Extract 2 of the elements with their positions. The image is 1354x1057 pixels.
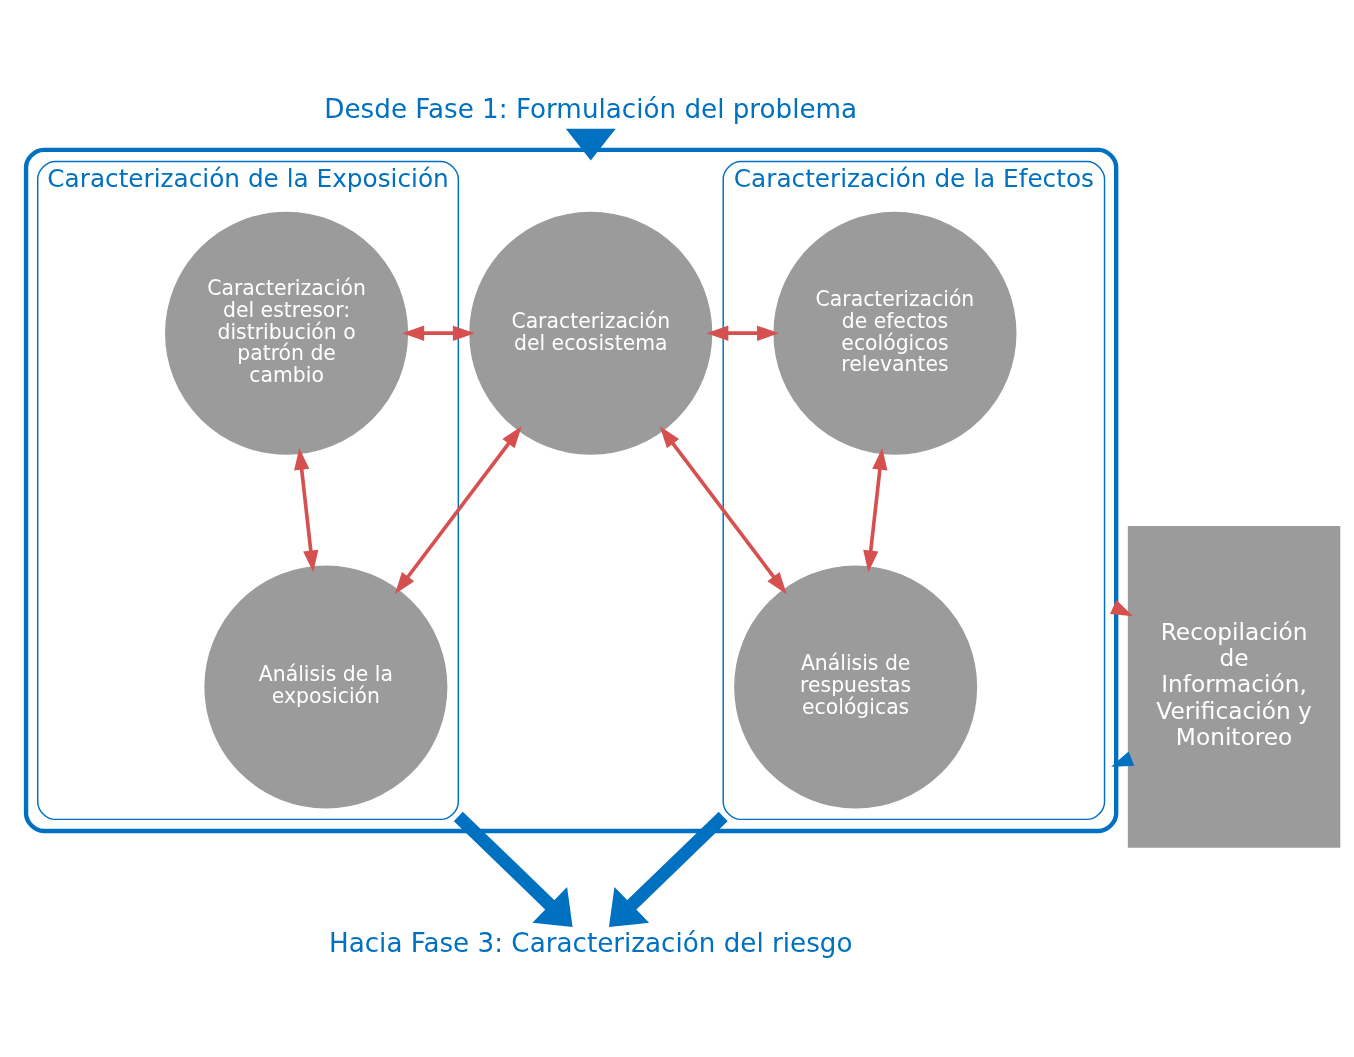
node-text: Hacia Fase 3: Caracterización del riesgo	[328, 927, 853, 958]
node-text: Desde Fase 1: Formulación del problema	[324, 93, 858, 124]
